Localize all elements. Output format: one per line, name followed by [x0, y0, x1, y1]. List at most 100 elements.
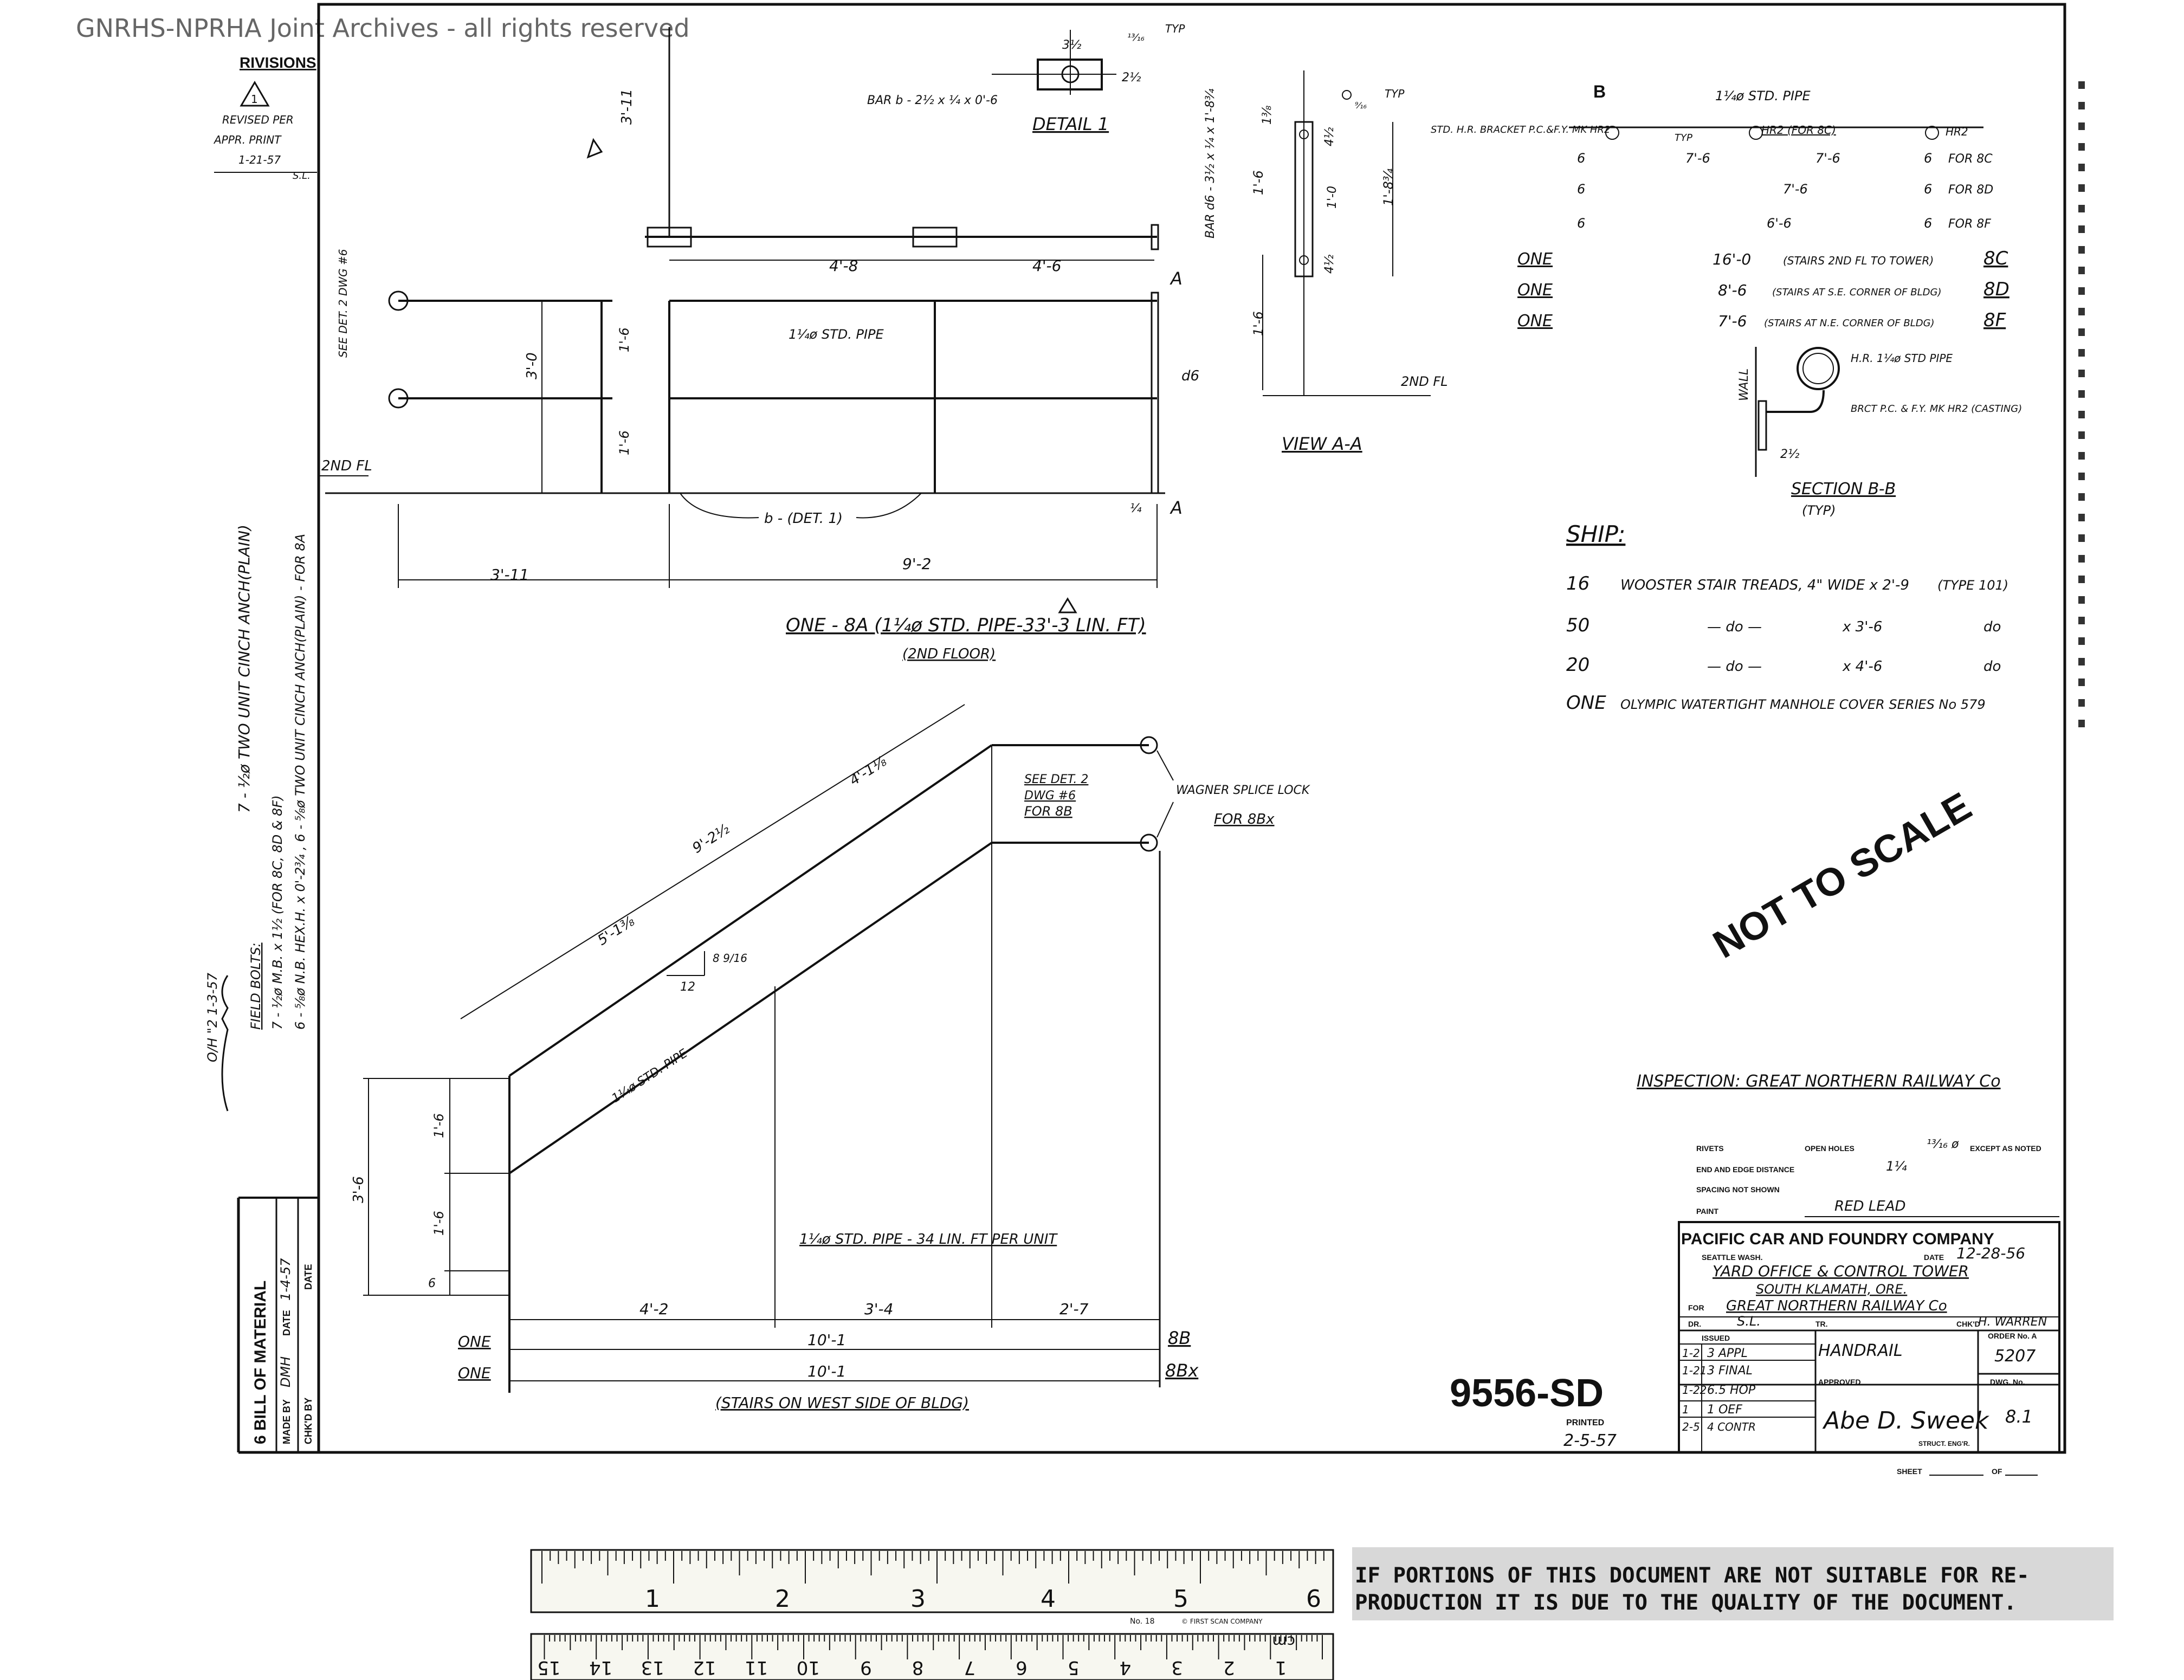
svg-text:1¼ø STD. PIPE: 1¼ø STD. PIPE: [610, 1046, 690, 1106]
svg-text:PRODUCTION IT IS DUE TO THE QU: PRODUCTION IT IS DUE TO THE QUALITY OF T…: [1355, 1591, 2017, 1615]
ruler-cm-label: 8: [912, 1657, 924, 1678]
svg-text:8'-6: 8'-6: [1718, 281, 1747, 299]
svg-text:(STAIRS AT N.E. CORNER OF BLDG: (STAIRS AT N.E. CORNER OF BLDG): [1764, 318, 1935, 329]
svg-text:2-5: 2-5: [1682, 1420, 1700, 1433]
margin-mark: [2078, 267, 2085, 274]
margin-mark: [2078, 493, 2085, 501]
ruler-cm-label: 15: [537, 1657, 560, 1678]
svg-text:b - (DET. 1): b - (DET. 1): [764, 511, 843, 527]
svg-text:MADE BY: MADE BY: [281, 1399, 292, 1444]
svg-text:do: do: [1983, 658, 2001, 675]
svg-text:PACIFIC CAR AND FOUNDRY COMPAN: PACIFIC CAR AND FOUNDRY COMPANY: [1681, 1230, 1994, 1248]
svg-text:SOUTH KLAMATH, ORE.: SOUTH KLAMATH, ORE.: [1756, 1282, 1907, 1297]
svg-text:1'-6: 1'-6: [617, 430, 632, 455]
svg-text:1¼ø STD. PIPE: 1¼ø STD. PIPE: [1715, 88, 1811, 104]
svg-text:BRCT P.C. & F.Y. MK HR2 (CASTI: BRCT P.C. & F.Y. MK HR2 (CASTING): [1851, 403, 2022, 415]
margin-mark: [2078, 637, 2085, 645]
margin-mark: [2078, 555, 2085, 563]
margin-mark: [2078, 576, 2085, 583]
printed-label: PRINTED: [1566, 1418, 1604, 1427]
svg-text:O/H "2 1-3-57: O/H "2 1-3-57: [205, 972, 220, 1062]
svg-text:DATE: DATE: [303, 1264, 314, 1290]
ruler-cm-label: 11: [745, 1657, 768, 1678]
svg-text:1-2: 1-2: [1682, 1347, 1700, 1360]
svg-text:4'-2: 4'-2: [639, 1300, 668, 1318]
elevation-8a: 3'-11 4'-8 4'-6 2ND FL 3'-0 1'-6 1'-6 1¼…: [320, 27, 1199, 662]
svg-text:3'-6: 3'-6: [351, 1176, 367, 1203]
margin-mark: [2078, 431, 2085, 439]
svg-text:SEE DET. 2 DWG #6: SEE DET. 2 DWG #6: [337, 249, 350, 358]
svg-text:6: 6: [1577, 151, 1585, 166]
svg-text:4'-8: 4'-8: [829, 257, 858, 275]
svg-text:FOR 8Bx: FOR 8Bx: [1214, 811, 1275, 828]
svg-text:20: 20: [1566, 654, 1589, 676]
svg-text:ONE: ONE: [1517, 281, 1553, 300]
svg-text:— do —: — do —: [1707, 658, 1762, 675]
svg-text:6: 6: [1924, 182, 1932, 197]
svg-text:16: 16: [1566, 573, 1589, 595]
printed-date: 2-5-57: [1563, 1431, 1617, 1450]
svg-text:CHK'D: CHK'D: [1956, 1320, 1980, 1328]
scale-ruler: 1 2 3 4 5 6 No. 18 © FIRST SCAN COMPANY …: [530, 1549, 1334, 1680]
ruler-cm-label: 4: [1120, 1657, 1132, 1678]
svg-text:B: B: [1593, 82, 1606, 101]
svg-text:FOR 8F: FOR 8F: [1948, 217, 1991, 231]
svg-text:x 3'-6: x 3'-6: [1842, 619, 1882, 635]
svg-text:2ND FL: 2ND FL: [1401, 374, 1448, 389]
margin-mark: [2078, 534, 2085, 542]
svg-text:OPEN HOLES: OPEN HOLES: [1805, 1144, 1855, 1153]
svg-text:1¼ø STD. PIPE: 1¼ø STD. PIPE: [789, 327, 884, 342]
svg-text:ONE: ONE: [458, 1333, 491, 1351]
drawing-number: 9556-SD: [1450, 1372, 1604, 1415]
ruler-cm-label: 9: [860, 1657, 872, 1678]
svg-text:x 4'-6: x 4'-6: [1842, 658, 1882, 675]
svg-text:1-21: 1-21: [1682, 1364, 1707, 1377]
margin-mark: [2078, 122, 2085, 130]
svg-text:FOR 8B: FOR 8B: [1024, 804, 1072, 819]
svg-text:¹³⁄₁₆: ¹³⁄₁₆: [1127, 32, 1145, 43]
margin-mark: [2078, 658, 2085, 665]
svg-text:GREAT NORTHERN RAILWAY Co: GREAT NORTHERN RAILWAY Co: [1726, 1298, 1947, 1314]
svg-text:8 9/16: 8 9/16: [713, 952, 747, 965]
svg-text:H.R. 1¼ø STD PIPE: H.R. 1¼ø STD PIPE: [1851, 352, 1953, 365]
svg-text:4½: 4½: [1323, 255, 1336, 274]
svg-text:1'-6: 1'-6: [431, 1211, 447, 1236]
svg-text:1: 1: [645, 1585, 660, 1613]
svg-text:ONE: ONE: [458, 1364, 491, 1382]
svg-text:SHIP:: SHIP:: [1566, 521, 1625, 547]
svg-text:8B: 8B: [1168, 1328, 1191, 1348]
margin-mark: [2078, 617, 2085, 624]
svg-text:Abe D. Sweek: Abe D. Sweek: [1822, 1407, 1989, 1435]
svg-text:SECTION B-B: SECTION B-B: [1791, 480, 1896, 499]
svg-text:HR2 (FOR 8C): HR2 (FOR 8C): [1761, 124, 1836, 137]
svg-text:4'-6: 4'-6: [1032, 257, 1061, 275]
svg-text:1⅜: 1⅜: [1261, 106, 1274, 125]
svg-text:(TYPE 101): (TYPE 101): [1937, 578, 2008, 593]
svg-text:STRUCT. ENG'R.: STRUCT. ENG'R.: [1918, 1440, 1970, 1448]
svg-text:WOOSTER STAIR TREADS, 4" WIDE: WOOSTER STAIR TREADS, 4" WIDE x 2'-9: [1620, 577, 1909, 593]
svg-text:6: 6: [1924, 151, 1932, 166]
svg-text:BAR d6 - 3½ x ¼ x 1'-8¾: BAR d6 - 3½ x ¼ x 1'-8¾: [1204, 88, 1217, 238]
svg-text:1'-6: 1'-6: [431, 1113, 447, 1138]
svg-text:SEATTLE WASH.: SEATTLE WASH.: [1702, 1253, 1763, 1262]
svg-text:2'-7: 2'-7: [1059, 1300, 1089, 1318]
svg-text:FIELD BOLTS:: FIELD BOLTS:: [248, 942, 263, 1030]
svg-text:H. WARREN: H. WARREN: [1978, 1315, 2047, 1329]
svg-text:3'-0: 3'-0: [524, 352, 540, 379]
svg-text:1 OEF: 1 OEF: [1707, 1403, 1742, 1417]
svg-text:6 BILL OF MATERIAL: 6 BILL OF MATERIAL: [251, 1281, 269, 1444]
detail-1: 3½ 2½ ¹³⁄₁₆ TYP BAR b - 2½ x ¼ x 0'-6 DE…: [867, 22, 1185, 134]
margin-mark: [2078, 308, 2085, 315]
svg-text:4 CONTR: 4 CONTR: [1707, 1420, 1756, 1433]
svg-text:7 - ½ø M.B. x 1½ (FOR 8C, 8D &: 7 - ½ø M.B. x 1½ (FOR 8C, 8D & 8F): [270, 795, 285, 1030]
margin-mark: [2078, 184, 2085, 192]
svg-text:SHEET: SHEET: [1897, 1467, 1922, 1476]
svg-text:BAR b - 2½ x ¼ x 0'-6: BAR b - 2½ x ¼ x 0'-6: [867, 94, 998, 107]
ruler-cm-label: 5: [1068, 1657, 1080, 1678]
spec-lines: RIVETS OPEN HOLES ¹³⁄₁₆ ø EXCEPT AS NOTE…: [1696, 1138, 2059, 1217]
svg-text:WAGNER SPLICE LOCK: WAGNER SPLICE LOCK: [1176, 784, 1310, 797]
margin-mark: [2078, 81, 2085, 89]
svg-text:5207: 5207: [1994, 1347, 2036, 1366]
svg-text:HR2: HR2: [1946, 125, 1968, 138]
margin-mark: [2078, 390, 2085, 398]
